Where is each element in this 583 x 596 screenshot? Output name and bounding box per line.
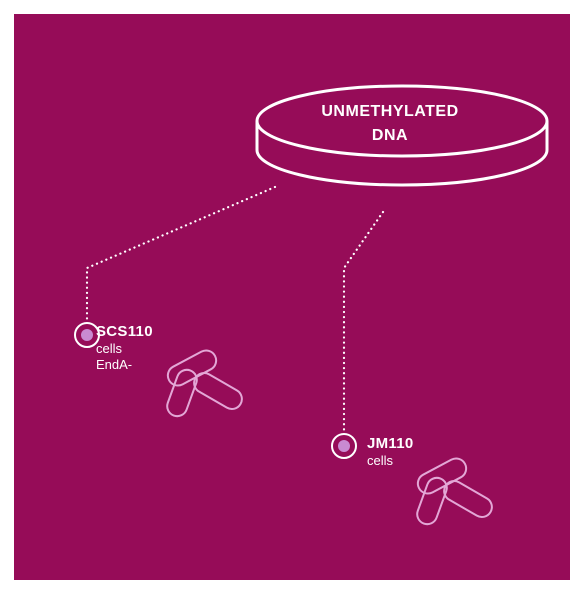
strain-name: JM110 xyxy=(367,434,414,453)
strain-label-scs110: SCS110 cells EndA- xyxy=(96,322,153,373)
dish-title-line1: UNMETHYLATED xyxy=(310,100,470,124)
strain-desc-line2: EndA- xyxy=(96,357,153,373)
strain-label-jm110: JM110 cells xyxy=(367,434,414,469)
dish-label: UNMETHYLATED DNA xyxy=(310,100,470,148)
strain-desc-line1: cells xyxy=(96,341,153,357)
bacteria-cluster-icon xyxy=(164,347,245,419)
bacteria-cluster-icon xyxy=(414,455,495,527)
strain-desc-line1: cells xyxy=(367,453,414,469)
strain-name: SCS110 xyxy=(96,322,153,341)
dish-title-line2: DNA xyxy=(310,124,470,148)
connector-scs110 xyxy=(87,187,275,322)
target-dot-icon xyxy=(332,434,356,458)
connector-jm110 xyxy=(344,212,383,433)
